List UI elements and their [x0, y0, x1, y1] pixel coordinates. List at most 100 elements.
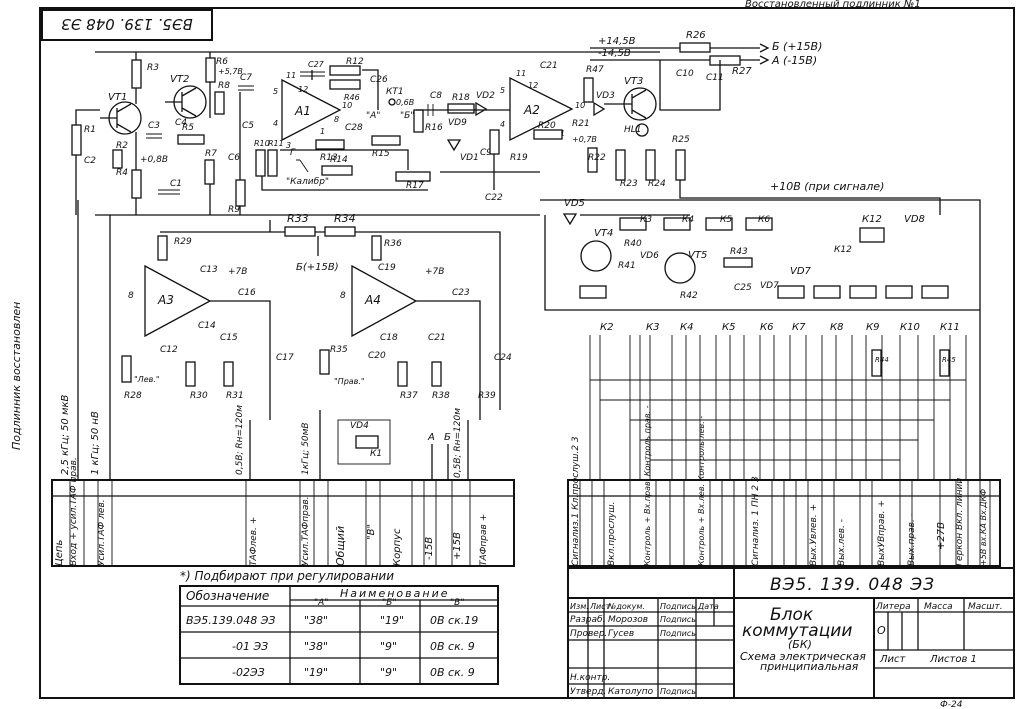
- svg-text:Подпись: Подпись: [660, 687, 696, 696]
- svg-text:R37: R37: [400, 391, 418, 401]
- svg-text:C25: C25: [734, 283, 752, 293]
- svg-text:"Калибр": "Калибр": [286, 177, 329, 187]
- svg-text:Провер.: Провер.: [570, 629, 607, 639]
- svg-text:R47: R47: [586, 65, 604, 75]
- svg-text:Усил.ТАФ лев.: Усил.ТАФ лев.: [97, 499, 107, 566]
- svg-text:+27В: +27В: [936, 522, 947, 550]
- svg-text:VD8: VD8: [904, 214, 925, 225]
- svg-text:R41: R41: [618, 261, 636, 271]
- svg-text:К4: К4: [682, 215, 694, 225]
- svg-text:коммутации: коммутации: [742, 621, 852, 641]
- svg-text:ВЭ5.139.048 ЭЗ: ВЭ5.139.048 ЭЗ: [186, 614, 275, 627]
- svg-text:"Б": "Б": [400, 111, 414, 121]
- svg-text:VT3: VT3: [624, 76, 643, 87]
- svg-text:Вход + усил.ТАФ прав.: Вход + усил.ТАФ прав.: [69, 457, 79, 566]
- svg-text:-01 ЭЗ: -01 ЭЗ: [232, 640, 268, 653]
- svg-text:Обозначение: Обозначение: [186, 589, 269, 603]
- svg-text:R1: R1: [84, 125, 96, 135]
- svg-text:Ф-24: Ф-24: [940, 700, 963, 709]
- note-line: *) Подбирают при регулировании: [180, 569, 394, 583]
- svg-text:1: 1: [320, 127, 325, 136]
- svg-text:Вкл.прослуш.: Вкл.прослуш.: [607, 502, 617, 566]
- svg-text:Гусев: Гусев: [608, 629, 634, 639]
- svg-text:C17: C17: [276, 353, 294, 363]
- svg-text:0В ск. 9: 0В ск. 9: [430, 640, 475, 653]
- svg-text:Вых.Увлев. +: Вых.Увлев. +: [809, 504, 819, 566]
- svg-text:8: 8: [128, 291, 134, 301]
- svg-text:Корпус: Корпус: [392, 528, 403, 566]
- svg-text:"А": "А": [366, 111, 380, 121]
- svg-text:8: 8: [340, 291, 346, 301]
- svg-text:C28: C28: [345, 123, 363, 133]
- svg-text:1 кГц; 50 нВ: 1 кГц; 50 нВ: [90, 411, 101, 475]
- svg-text:C18: C18: [380, 333, 398, 343]
- svg-text:VD2: VD2: [476, 91, 495, 101]
- svg-text:10: 10: [575, 101, 585, 110]
- svg-text:К6: К6: [758, 215, 770, 225]
- svg-text:R13: R13: [320, 153, 338, 163]
- middle-amplifiers: +10В (при сигнале) R33 R34 Б(+15В) R29 A…: [121, 180, 884, 480]
- svg-text:А: А: [427, 432, 435, 443]
- svg-text:-02ЭЗ: -02ЭЗ: [232, 666, 265, 679]
- svg-text:Геркон Вкл. линии: Геркон Вкл. линии: [955, 478, 965, 566]
- svg-text:R12: R12: [346, 57, 364, 67]
- svg-text:C26: C26: [370, 75, 388, 85]
- svg-text:10: 10: [342, 101, 352, 110]
- svg-text:+5,7В: +5,7В: [218, 67, 243, 76]
- svg-text:"Лев.": "Лев.": [134, 375, 160, 384]
- svg-text:Цепь: Цепь: [54, 540, 65, 566]
- svg-text:A3: A3: [157, 293, 174, 307]
- svg-text:11: 11: [286, 71, 296, 80]
- b-plus15-label: Б(+15В): [296, 262, 339, 273]
- svg-text:ТАФлев. +: ТАФлев. +: [249, 517, 259, 566]
- svg-text:Вых.лев. -: Вых.лев. -: [837, 519, 847, 566]
- svg-text:4: 4: [273, 119, 278, 128]
- svg-text:R39: R39: [478, 391, 496, 401]
- svg-text:Сигнализ. 1 ПН 2 3: Сигнализ. 1 ПН 2 3: [751, 476, 761, 566]
- svg-text:R9: R9: [228, 205, 240, 215]
- supply-minus: -14,5В: [598, 48, 631, 59]
- svg-text:К8: К8: [830, 322, 843, 333]
- svg-text:"А": "А": [314, 598, 328, 608]
- svg-text:Контроль + Вх.прав. Контроль п: Контроль + Вх.прав. Контроль прав. -: [643, 405, 652, 566]
- svg-text:VD5: VD5: [564, 198, 585, 209]
- svg-text:К5: К5: [722, 322, 735, 333]
- svg-text:R24: R24: [648, 179, 666, 189]
- svg-text:R38: R38: [432, 391, 450, 401]
- svg-text:Лист: Лист: [879, 654, 907, 665]
- svg-text:C12: C12: [160, 345, 178, 355]
- svg-text:Изм.: Изм.: [570, 602, 589, 611]
- svg-text:5: 5: [273, 87, 278, 96]
- svg-text:C10: C10: [676, 69, 694, 79]
- svg-text:Контроль + Вх.лев. Контроль ле: Контроль + Вх.лев. Контроль лев. -: [697, 416, 706, 566]
- title-block: ВЭ5. 139. 048 ЭЗ Изм. Лист №докум. Подпи…: [567, 567, 1015, 709]
- svg-text:"9": "9": [380, 640, 397, 653]
- svg-text:0,6В: 0,6В: [396, 98, 414, 107]
- svg-text:C1: C1: [170, 179, 182, 189]
- svg-text:A2: A2: [523, 103, 540, 117]
- side-note: Подлинник восстановлен: [10, 302, 23, 450]
- svg-text:К11: К11: [940, 322, 960, 333]
- svg-text:Вых.прав. -: Вых.прав. -: [907, 513, 917, 566]
- svg-text:Лист: Лист: [589, 602, 611, 611]
- svg-text:C14: C14: [198, 321, 216, 331]
- svg-text:(БК): (БК): [788, 638, 812, 651]
- svg-text:VD6: VD6: [640, 251, 659, 261]
- svg-text:К5: К5: [720, 215, 732, 225]
- svg-text:О: О: [877, 624, 886, 637]
- svg-text:12: 12: [528, 81, 538, 90]
- svg-text:К2: К2: [600, 322, 613, 333]
- svg-text:C9: C9: [480, 148, 492, 158]
- svg-text:Наименование: Наименование: [340, 587, 449, 600]
- svg-text:C13: C13: [200, 265, 218, 275]
- svg-text:К12: К12: [834, 245, 852, 255]
- svg-text:+0,8В: +0,8В: [140, 155, 168, 165]
- svg-text:R23: R23: [620, 179, 638, 189]
- svg-text:A4: A4: [364, 293, 381, 307]
- svg-text:Б: Б: [444, 432, 451, 443]
- relay-block: VD5 VT4 R40 К3 К4 К5 К6 К12 VD8 К12 R41 …: [540, 198, 981, 480]
- svg-text:R29: R29: [174, 237, 192, 247]
- signal-bus-label: +10В (при сигнале): [770, 180, 884, 193]
- svg-text:0,5В; Rн=120м: 0,5В; Rн=120м: [453, 408, 463, 478]
